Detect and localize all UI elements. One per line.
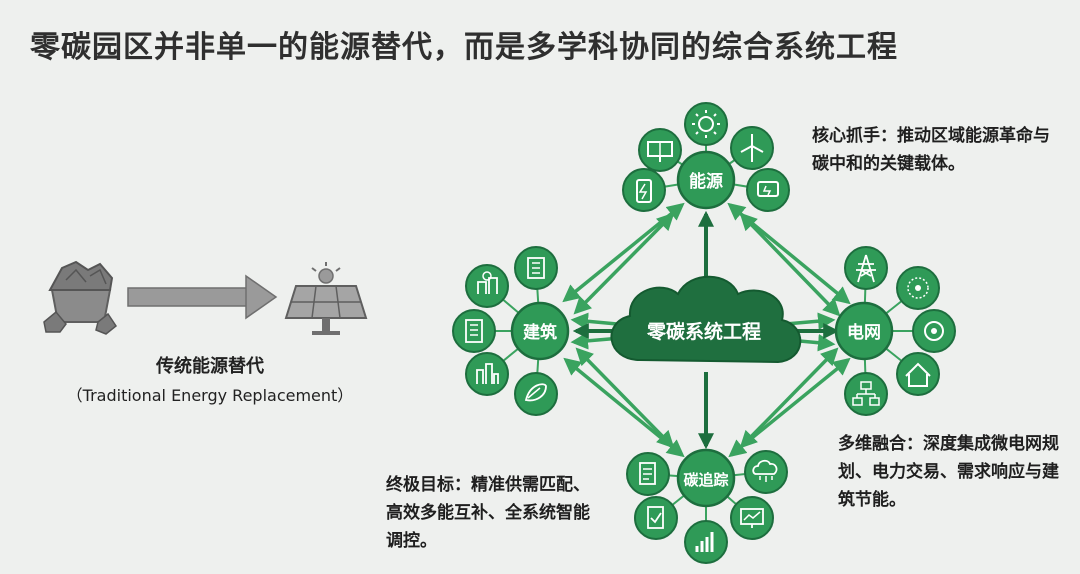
solar-panel-icon <box>638 128 682 172</box>
sun-icon <box>684 102 728 146</box>
node-energy-label: 能源 <box>689 171 723 192</box>
replacement-arrow <box>127 274 278 320</box>
node-grid[interactable]: 电网 <box>834 246 956 416</box>
green-building-icon <box>514 246 558 290</box>
green-campus-icon <box>465 264 509 308</box>
node-energy[interactable]: 能源 <box>622 102 790 212</box>
transmission-tower-icon <box>844 246 888 290</box>
node-building[interactable]: 建筑 <box>452 246 570 416</box>
solar-panel-icon <box>284 262 368 335</box>
document-check-icon <box>634 496 678 540</box>
office-building-icon <box>452 309 496 353</box>
smart-home-icon <box>896 352 940 396</box>
legacy-caption: 传统能源替代 （Traditional Energy Replacement） <box>20 352 400 406</box>
legacy-label-en: （Traditional Energy Replacement） <box>66 386 354 405</box>
report-icon <box>626 452 670 496</box>
node-carbon[interactable]: 碳追踪 <box>626 448 788 564</box>
node-building-label: 建筑 <box>523 322 557 343</box>
coal-cart-icon <box>43 260 118 335</box>
bar-chart-icon <box>684 520 728 564</box>
page-title: 零碳园区并非单一的能源替代，而是多学科协同的综合系统工程 <box>30 30 898 65</box>
distribution-network-icon <box>896 266 940 310</box>
leaf-hand-icon <box>514 372 558 416</box>
wind-turbine-icon <box>730 126 774 170</box>
legacy-label-zh: 传统能源替代 <box>156 356 264 377</box>
ev-charger-icon <box>746 168 790 212</box>
network-topology-icon <box>844 372 888 416</box>
node-carbon-label: 碳追踪 <box>683 471 728 489</box>
note-energy: 核心抓手：推动区域能源革命与碳中和的关键载体。 <box>812 126 1050 174</box>
note-grid: 多维融合：深度集成微电网规划、电力交易、需求响应与建筑节能。 <box>838 434 1059 510</box>
center-label: 零碳系统工程 <box>646 320 761 343</box>
center-arrows <box>572 210 840 450</box>
battery-charge-icon <box>622 168 666 212</box>
smart-meter-icon <box>912 309 956 353</box>
note-carbon: 终极目标：精准供需匹配、高效多能互补、全系统智能调控。 <box>386 475 590 551</box>
eco-city-icon <box>465 352 509 396</box>
monitor-chart-icon <box>730 496 774 540</box>
cloud-data-icon <box>744 450 788 494</box>
center-system-cloud[interactable]: 零碳系统工程 <box>610 275 802 364</box>
node-grid-label: 电网 <box>847 322 881 343</box>
